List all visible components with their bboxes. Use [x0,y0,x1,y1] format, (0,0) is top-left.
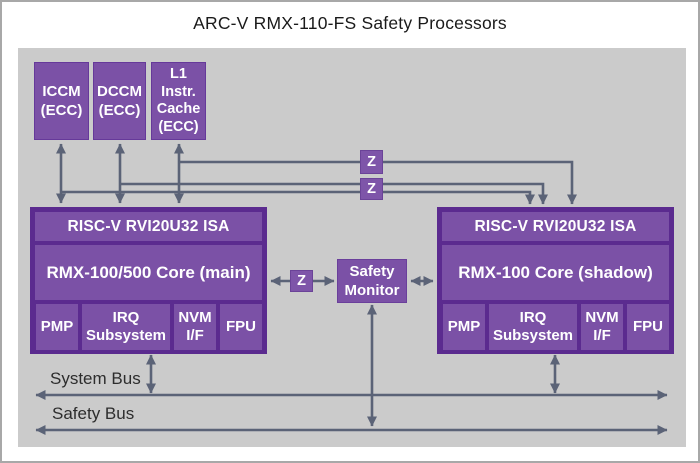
core-main-container: RISC-V RVI20U32 ISA RMX-100/500 Core (ma… [30,207,267,354]
z-comparator-top-1: Z [360,150,383,174]
core-main-unit-nvm: NVM I/F [174,304,216,350]
core-shadow-unit-pmp: PMP [443,304,485,350]
core-shadow-isa-header: RISC-V RVI20U32 ISA [442,212,669,241]
z-comparator-mid: Z [290,270,313,292]
core-shadow-container: RISC-V RVI20U32 ISA RMX-100 Core (shadow… [437,207,674,354]
core-main-name: RMX-100/500 Core (main) [35,245,262,300]
memory-block-dccm: DCCM (ECC) [93,62,146,140]
core-shadow-unit-nvm: NVM I/F [581,304,623,350]
safety-bus-label: Safety Bus [52,404,135,423]
diagram-title: ARC-V RMX-110-FS Safety Processors [193,13,507,33]
core-main-unit-fpu: FPU [220,304,262,350]
core-shadow-unit-fpu: FPU [627,304,669,350]
memory-block-l1-icache: L1 Instr. Cache (ECC) [151,62,206,140]
core-shadow-name: RMX-100 Core (shadow) [442,245,669,300]
core-shadow-unit-irq: IRQ Subsystem [489,304,577,350]
memory-block-iccm: ICCM (ECC) [34,62,89,140]
core-main-unit-irq: IRQ Subsystem [82,304,170,350]
core-main-isa-header: RISC-V RVI20U32 ISA [35,212,262,241]
system-bus-label: System Bus [50,369,141,388]
core-main-unit-pmp: PMP [36,304,78,350]
safety-monitor-block: Safety Monitor [337,259,407,303]
z-comparator-top-2: Z [360,178,383,200]
